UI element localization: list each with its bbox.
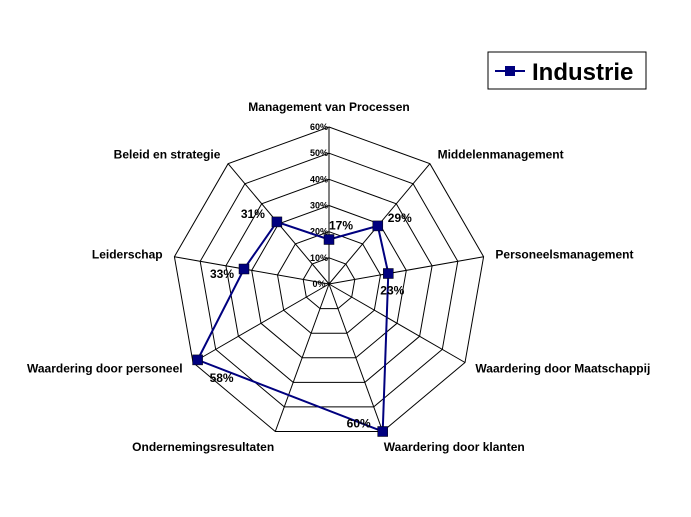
series-line (196, 220, 390, 433)
axis-spoke (328, 283, 384, 432)
data-label: 33% (210, 267, 234, 281)
series-industrie (192, 216, 394, 437)
tick-label: 10% (310, 253, 328, 263)
grid (173, 126, 485, 432)
category-label: Management van Processen (248, 100, 409, 114)
data-point (323, 234, 335, 245)
category-label: Waardering door personeel (27, 362, 183, 376)
tick-labels: 0% 10% 20% 30% 40% 50% 60% (310, 122, 328, 289)
tick-label: 0% (312, 279, 325, 289)
legend: Industrie (487, 51, 647, 90)
data-label: 60% (347, 417, 371, 431)
category-label: Personeelsmanagement (495, 248, 633, 262)
data-point (192, 354, 203, 366)
grid-ring-30 (251, 204, 407, 359)
category-label: Ondernemingsresultaten (132, 440, 274, 454)
category-label: Waardering door Maatschappij (475, 362, 650, 376)
data-point (377, 426, 388, 437)
data-point (238, 263, 250, 275)
data-label: 17% (329, 219, 353, 233)
category-labels: Management van ProcessenMiddelenmanageme… (27, 100, 650, 454)
data-point (372, 220, 384, 232)
category-label: Waardering door klanten (384, 440, 525, 454)
grid-ring-60 (173, 126, 485, 432)
data-label: 58% (210, 371, 234, 385)
data-point (271, 216, 283, 228)
data-point (383, 268, 394, 279)
data-label: 29% (388, 211, 412, 225)
axis-spoke (174, 256, 330, 285)
data-label: 23% (380, 284, 404, 298)
tick-label: 20% (310, 227, 328, 237)
data-label: 31% (241, 207, 265, 221)
legend-marker (505, 66, 515, 76)
tick-label: 50% (310, 148, 328, 158)
grid-ring-40 (225, 178, 433, 383)
tick-label: 60% (310, 122, 328, 132)
legend-label: Industrie (532, 59, 633, 86)
category-label: Beleid en strategie (114, 148, 221, 162)
tick-label: 30% (310, 201, 328, 211)
axis-spoke (328, 283, 466, 363)
axis-spoke (274, 283, 330, 432)
axis-spoke (328, 256, 484, 285)
category-label: Middelenmanagement (438, 148, 564, 162)
data-labels: 17% 29% 23% 60% 58% 33% 31% (210, 207, 413, 431)
grid-ring-10 (302, 257, 356, 310)
grid-ring-50 (199, 152, 459, 408)
tick-label: 40% (310, 174, 328, 184)
grid-ring-20 (276, 231, 382, 334)
category-label: Leiderschap (92, 248, 163, 262)
axis-spoke (192, 283, 330, 363)
